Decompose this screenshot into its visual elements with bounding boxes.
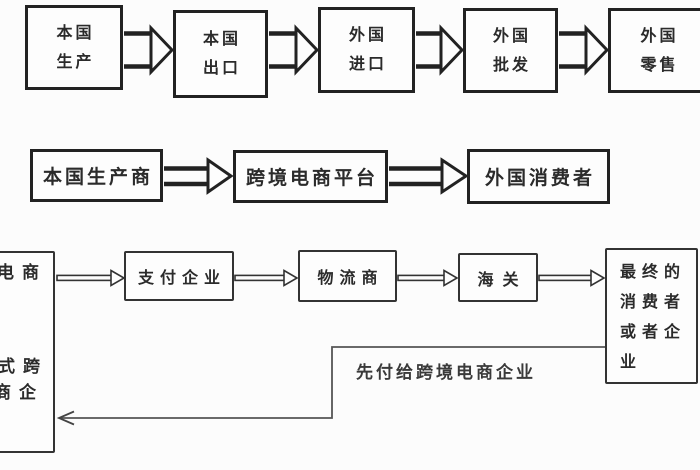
box-foreign-wholesale-line2: 批发 [492, 56, 531, 74]
box-domestic-production-line2: 生产 [56, 53, 95, 71]
box-domestic-production: 本国 生产 [25, 5, 123, 90]
box-foreign-wholesale-line1: 外国 [492, 27, 531, 45]
box-foreign-wholesale: 外国 批发 [463, 8, 558, 93]
box-final-consumer-line3: 或者企 [620, 324, 687, 341]
box-payment-company: 支付企业 [124, 251, 234, 301]
box-final-consumer-line4: 业 [620, 354, 643, 371]
block-arrow-producer-to-platform [164, 157, 234, 195]
box-logistics-provider-label: 物流商 [317, 270, 384, 287]
thin-arrow-customs-to-final [538, 269, 606, 287]
box-domestic-export: 本国 出口 [173, 10, 268, 98]
block-arrow-production-to-export [124, 24, 175, 76]
box-final-consumer-line2: 消费者 [620, 294, 687, 311]
block-arrow-platform-to-consumer [389, 157, 469, 195]
box-foreign-import-line2: 进口 [348, 56, 387, 73]
box-final-consumer: 最终的 消费者 或者企 业 [605, 248, 698, 384]
box-domestic-export-line2: 出口 [202, 60, 241, 77]
box-logistics-provider: 物流商 [298, 250, 397, 302]
box-foreign-retail: 外国 零售 [608, 8, 700, 93]
block-arrow-import-to-wholesale [416, 24, 465, 76]
box-final-consumer-line1: 最终的 [620, 264, 687, 281]
box-domestic-producer-label: 本国生产商 [42, 167, 153, 188]
block-arrow-export-to-import [269, 24, 320, 76]
thin-arrow-payment-to-logistics [234, 269, 299, 287]
box-customs-label: 海关 [477, 271, 528, 289]
box-crossborder-enterprise-clipped: 电商 式跨 商企 [0, 251, 55, 453]
box-foreign-import: 外国 进口 [318, 7, 415, 93]
clipped-box-fragment-mid: 式跨 [0, 357, 48, 376]
box-domestic-producer: 本国生产商 [30, 149, 163, 202]
box-crossborder-platform: 跨境电商平台 [233, 150, 388, 203]
clipped-box-fragment-top: 电商 [0, 263, 47, 282]
box-foreign-retail-line1: 外国 [640, 27, 679, 45]
box-payment-company-label: 支付企业 [137, 270, 226, 287]
box-foreign-consumer: 外国消费者 [467, 149, 610, 204]
box-domestic-export-line1: 本国 [202, 31, 241, 48]
box-foreign-import-line1: 外国 [348, 27, 387, 44]
box-customs: 海关 [458, 253, 538, 302]
box-crossborder-platform-label: 跨境电商平台 [245, 168, 378, 189]
block-arrow-wholesale-to-retail [559, 24, 610, 76]
feedback-label: 先付给跨境电商企业 [356, 363, 536, 382]
thin-arrow-logistics-to-customs [397, 269, 459, 287]
thin-arrow-enterprise-to-payment [56, 269, 126, 287]
box-foreign-consumer-label: 外国消费者 [484, 168, 595, 189]
clipped-box-fragment-bottom: 商企 [0, 383, 44, 402]
box-foreign-retail-line2: 零售 [640, 56, 679, 74]
box-domestic-production-line1: 本国 [56, 24, 95, 42]
